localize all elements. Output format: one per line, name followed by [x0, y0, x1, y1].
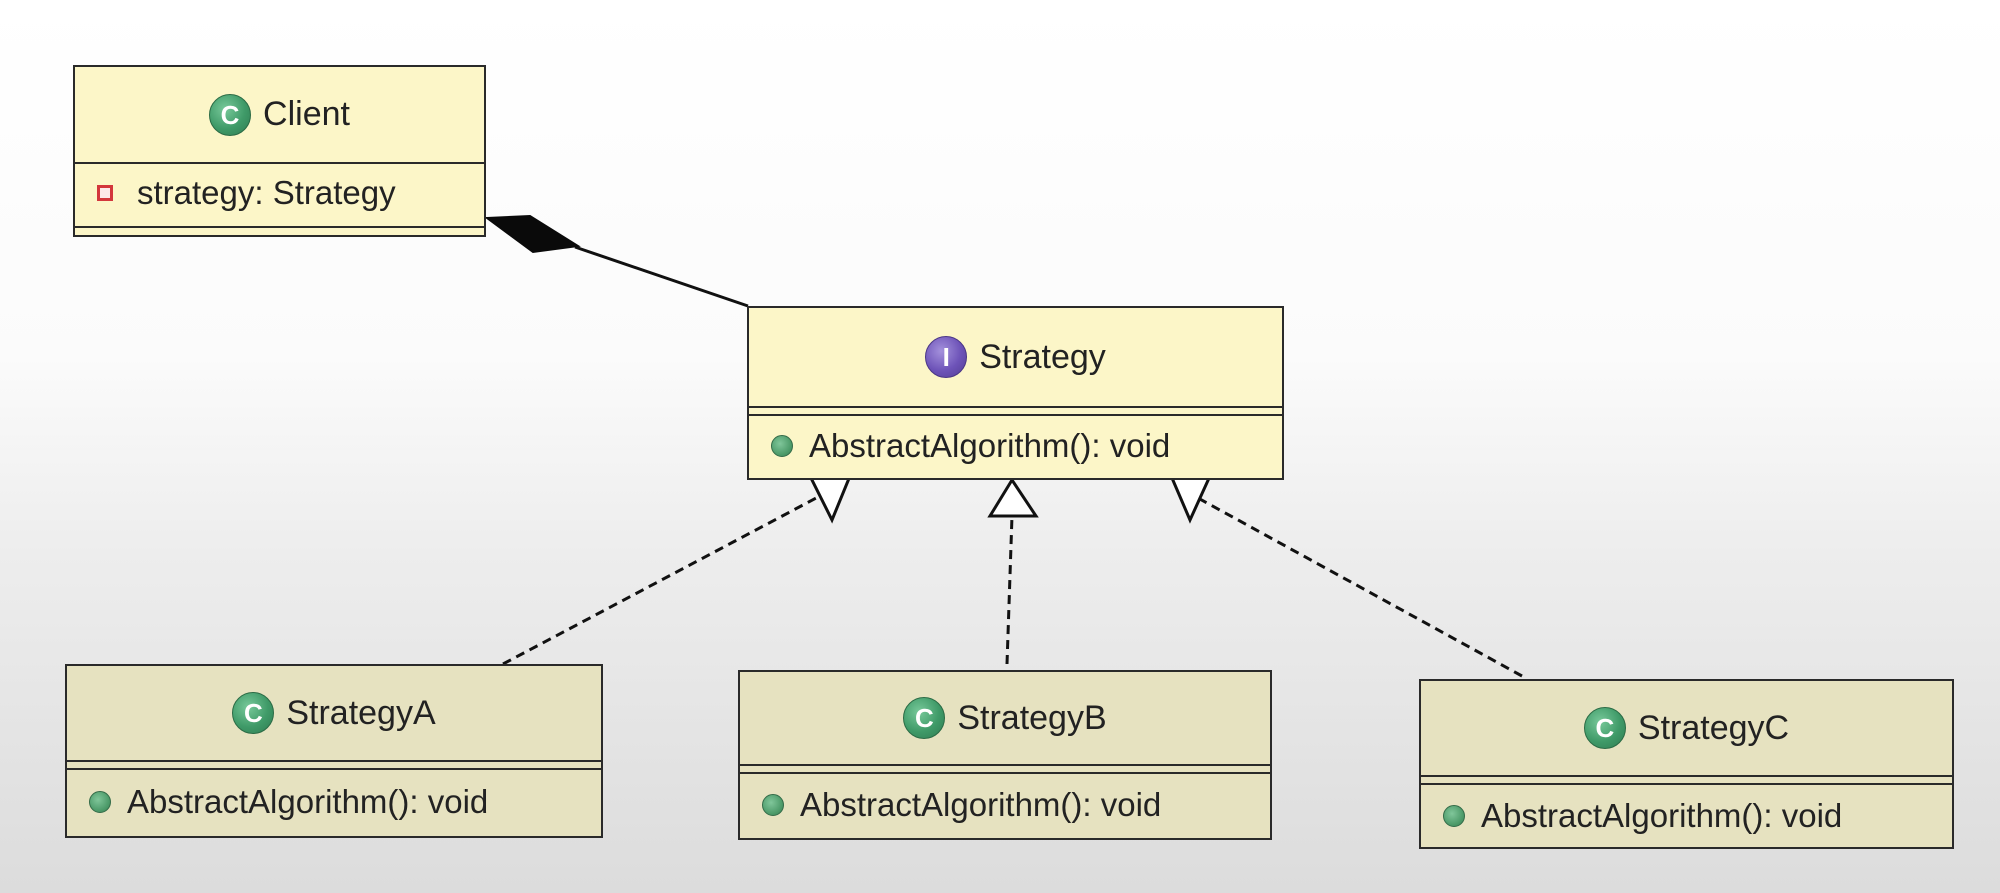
operation-row: AbstractAlgorithm(): void — [67, 770, 601, 834]
attributes-compartment — [67, 762, 601, 770]
strategy-b-class-header: C StrategyB — [740, 672, 1270, 766]
class-name: StrategyB — [957, 698, 1107, 737]
attributes-compartment — [749, 408, 1282, 416]
strategy-interface-header: I Strategy — [749, 308, 1282, 408]
class-name: StrategyC — [1637, 708, 1790, 747]
operation-row: AbstractAlgorithm(): void — [740, 774, 1270, 836]
private-icon — [97, 185, 113, 201]
attribute-row: strategy: Strategy — [75, 164, 484, 222]
attributes-compartment — [1421, 777, 1952, 785]
realization-arrowhead-c — [1169, 474, 1213, 524]
attributes-compartment — [740, 766, 1270, 774]
realization-line-b — [1005, 515, 1014, 665]
public-icon — [89, 791, 111, 813]
realization-line-c — [1197, 496, 1523, 678]
client-class-header: C Client — [75, 67, 484, 164]
realization-line-a — [502, 494, 821, 666]
attribute-text: strategy: Strategy — [137, 174, 396, 211]
operation-row: AbstractAlgorithm(): void — [1421, 785, 1952, 847]
realization-arrowhead-a — [807, 474, 853, 524]
strategy-b-class[interactable]: C StrategyB AbstractAlgorithm(): void — [738, 670, 1272, 840]
strategy-a-class[interactable]: C StrategyA AbstractAlgorithm(): void — [65, 664, 603, 838]
public-icon — [1443, 805, 1465, 827]
client-class[interactable]: C Client strategy: Strategy — [73, 65, 486, 237]
strategy-c-class[interactable]: C StrategyC AbstractAlgorithm(): void — [1419, 679, 1954, 849]
realization-arrowhead-b — [987, 477, 1039, 518]
public-icon — [762, 794, 784, 816]
composition-line — [574, 245, 749, 308]
public-icon — [771, 435, 793, 457]
class-icon: C — [232, 692, 275, 734]
class-name: StrategyA — [286, 693, 436, 732]
class-icon: C — [903, 697, 946, 739]
operation-text: AbstractAlgorithm(): void — [1481, 797, 1843, 834]
operation-text: AbstractAlgorithm(): void — [809, 427, 1171, 464]
operation-text: AbstractAlgorithm(): void — [127, 783, 489, 820]
composition-diamond — [484, 214, 581, 254]
class-icon: C — [209, 93, 252, 136]
strategy-interface[interactable]: I Strategy AbstractAlgorithm(): void — [747, 306, 1284, 480]
operation-text: AbstractAlgorithm(): void — [800, 786, 1162, 823]
class-name: Client — [263, 95, 350, 133]
operations-compartment — [75, 222, 484, 228]
interface-name: Strategy — [979, 337, 1106, 376]
strategy-a-class-header: C StrategyA — [67, 666, 601, 762]
class-icon: C — [1583, 707, 1626, 749]
strategy-c-class-header: C StrategyC — [1421, 681, 1952, 777]
interface-icon: I — [925, 336, 968, 378]
operation-row: AbstractAlgorithm(): void — [749, 416, 1282, 476]
